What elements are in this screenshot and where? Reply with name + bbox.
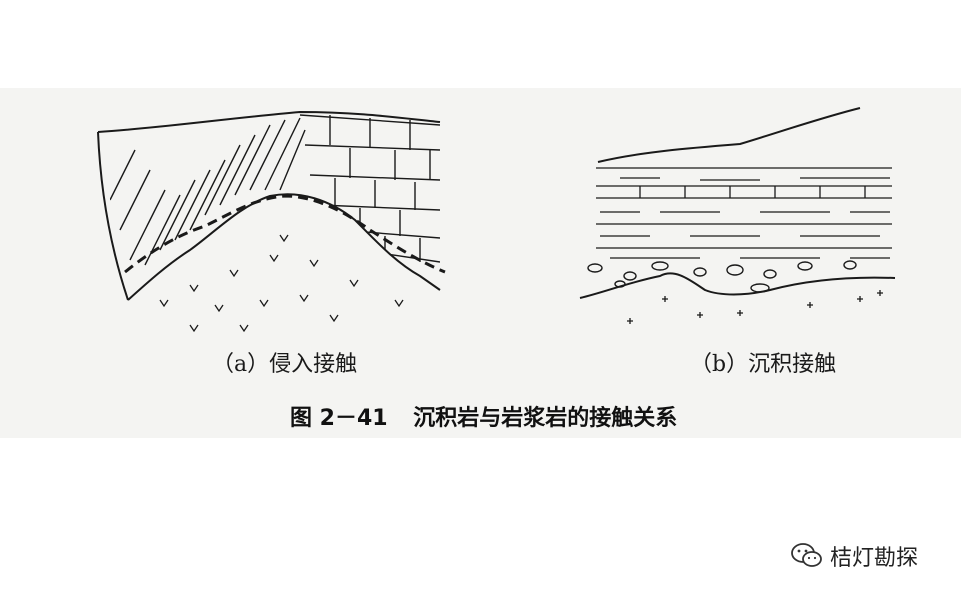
wechat-icon bbox=[791, 543, 822, 567]
panel-a-caption: （a）侵入接触 bbox=[212, 352, 358, 377]
watermark-text: 桔灯勘探 bbox=[830, 546, 919, 571]
panel-b-drawing bbox=[579, 107, 896, 324]
panel-b-caption: （b）沉积接触 bbox=[690, 352, 837, 377]
panel-a-drawing bbox=[97, 110, 446, 333]
figure-number: 图 2－41 bbox=[290, 406, 388, 431]
watermark: 桔灯勘探 bbox=[790, 540, 918, 572]
figure-title-text: 沉积岩与岩浆岩的接触关系 bbox=[413, 406, 678, 431]
figure-title: 图 2－41 沉积岩与岩浆岩的接触关系 bbox=[290, 400, 677, 432]
